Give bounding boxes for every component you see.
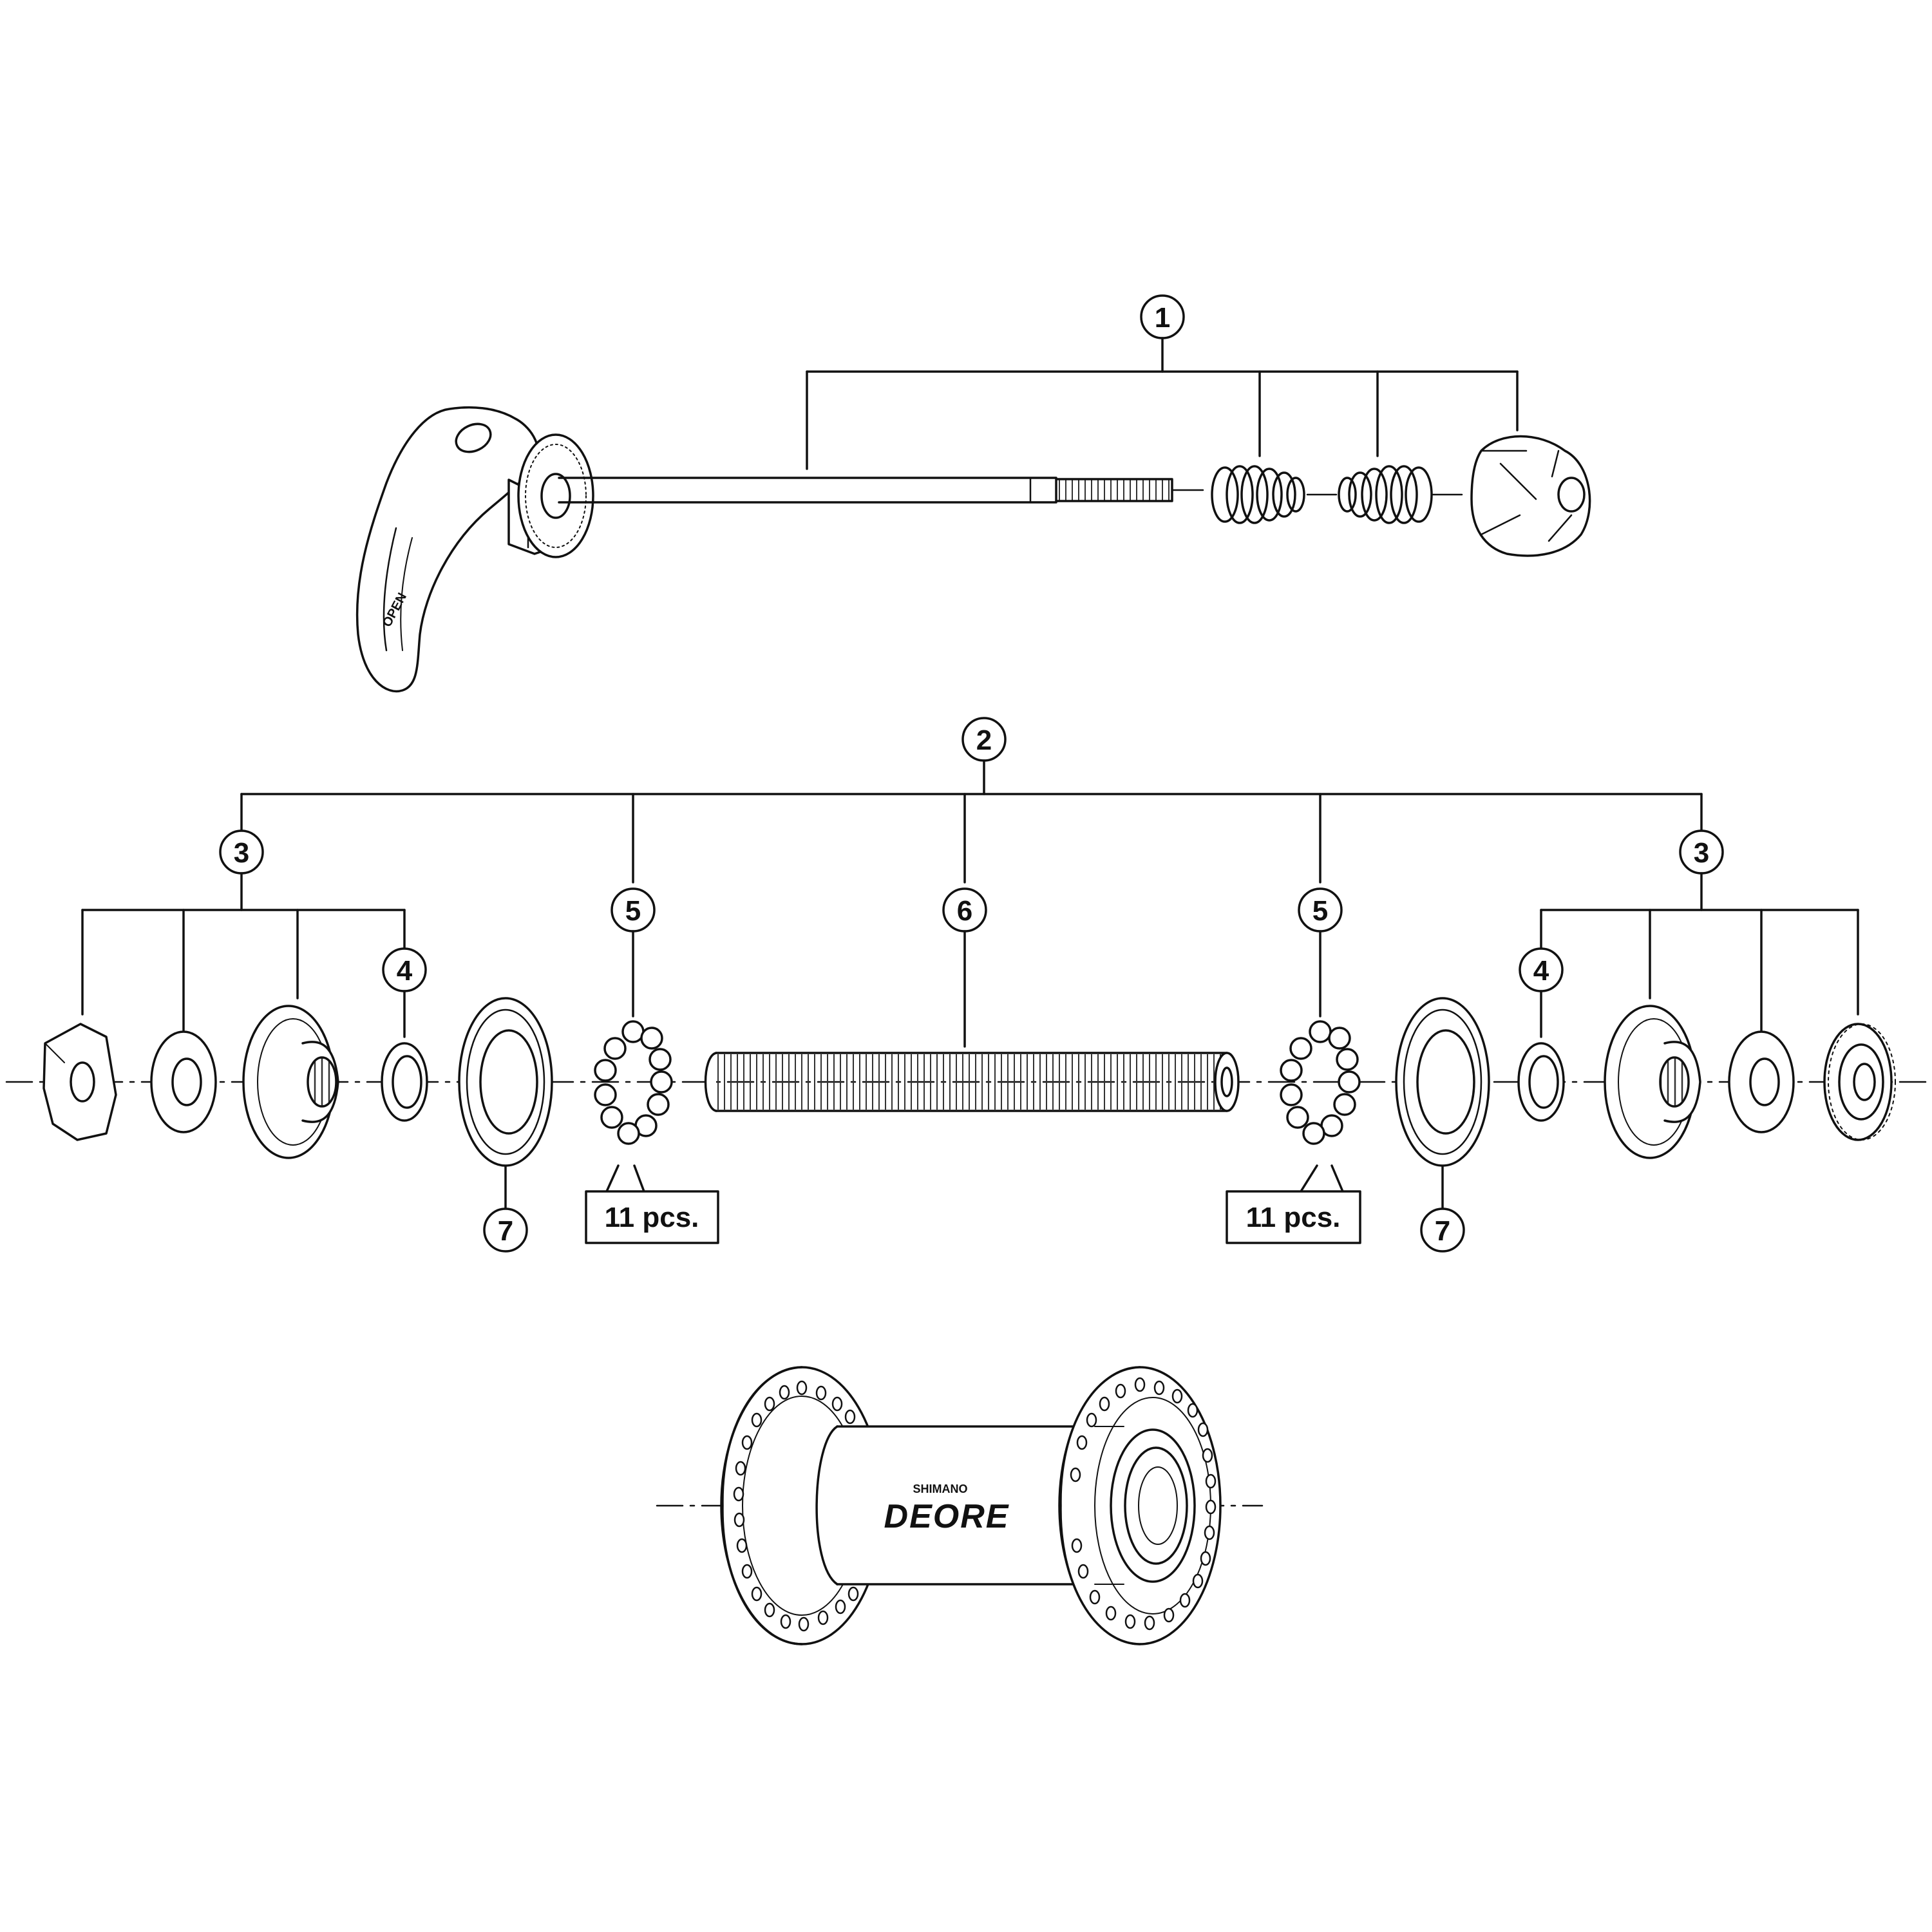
callout-3-right-group bbox=[1540, 829, 1859, 1032]
seal-right bbox=[1395, 997, 1490, 1167]
callout-7-right-group bbox=[1420, 1164, 1465, 1253]
qty-box-left bbox=[585, 1164, 719, 1244]
qty-left-text: 11 pcs. bbox=[605, 1202, 699, 1233]
washer-spacer-right bbox=[1728, 1030, 1795, 1133]
washer-left bbox=[381, 1042, 428, 1122]
callout-7-left-circle bbox=[483, 1208, 528, 1253]
callout-2-number: 2 bbox=[976, 724, 992, 756]
qr-lever: OPEN bbox=[355, 406, 555, 693]
washer-right bbox=[1517, 1042, 1565, 1122]
seal-left bbox=[458, 997, 553, 1167]
washer-spacer-left bbox=[150, 1030, 217, 1133]
callout-4-left-number: 4 bbox=[397, 955, 413, 987]
hub-brand-small: SHIMANO bbox=[913, 1482, 968, 1495]
qty-box-right bbox=[1226, 1164, 1361, 1244]
locknut-right bbox=[1823, 1023, 1896, 1141]
ball-bearings-right bbox=[1280, 1020, 1361, 1145]
callout-5-left-number: 5 bbox=[625, 895, 641, 927]
callout-2-group bbox=[240, 717, 1703, 884]
callout-7-right-circle bbox=[1420, 1208, 1465, 1253]
locknut-left bbox=[43, 1023, 117, 1141]
hub-brand-large: DEORE bbox=[884, 1498, 1010, 1535]
callout-5-right-number: 5 bbox=[1312, 895, 1328, 927]
callout-1-group bbox=[806, 294, 1519, 470]
hub-shell bbox=[720, 1366, 1222, 1645]
callout-6-group bbox=[942, 887, 987, 1048]
qr-spring-left bbox=[1211, 465, 1338, 524]
qr-cam-nut bbox=[517, 433, 594, 558]
callout-4-left-group bbox=[382, 947, 427, 1038]
axle-threaded bbox=[704, 1052, 1240, 1112]
hub-spoke-holes-left bbox=[733, 1380, 859, 1632]
callout-3-left-number: 3 bbox=[234, 837, 249, 869]
cone-right bbox=[1604, 1005, 1701, 1159]
qr-spring-right bbox=[1338, 465, 1463, 524]
callout-7-left-group bbox=[483, 1164, 528, 1253]
qr-adjusting-nut bbox=[1470, 435, 1591, 557]
callout-1-number: 1 bbox=[1155, 302, 1170, 334]
callout-4-right-group bbox=[1519, 947, 1564, 1038]
callout-4-right-number: 4 bbox=[1533, 955, 1549, 987]
qty-right-text: 11 pcs. bbox=[1246, 1202, 1341, 1233]
qr-skewer-rod bbox=[558, 477, 1204, 504]
ball-bearings-left bbox=[594, 1020, 673, 1145]
hub-spoke-holes-right bbox=[1070, 1377, 1217, 1631]
callout-7-right-number: 7 bbox=[1435, 1215, 1450, 1247]
callout-7-left-number: 7 bbox=[498, 1215, 513, 1247]
callout-5-right-group bbox=[1298, 887, 1343, 1018]
cone-left bbox=[242, 1005, 339, 1159]
callout-5-left-group bbox=[611, 887, 656, 1018]
callout-3-right-number: 3 bbox=[1694, 837, 1709, 869]
callout-6-number: 6 bbox=[957, 895, 972, 927]
callout-3-left-group bbox=[81, 829, 406, 1032]
